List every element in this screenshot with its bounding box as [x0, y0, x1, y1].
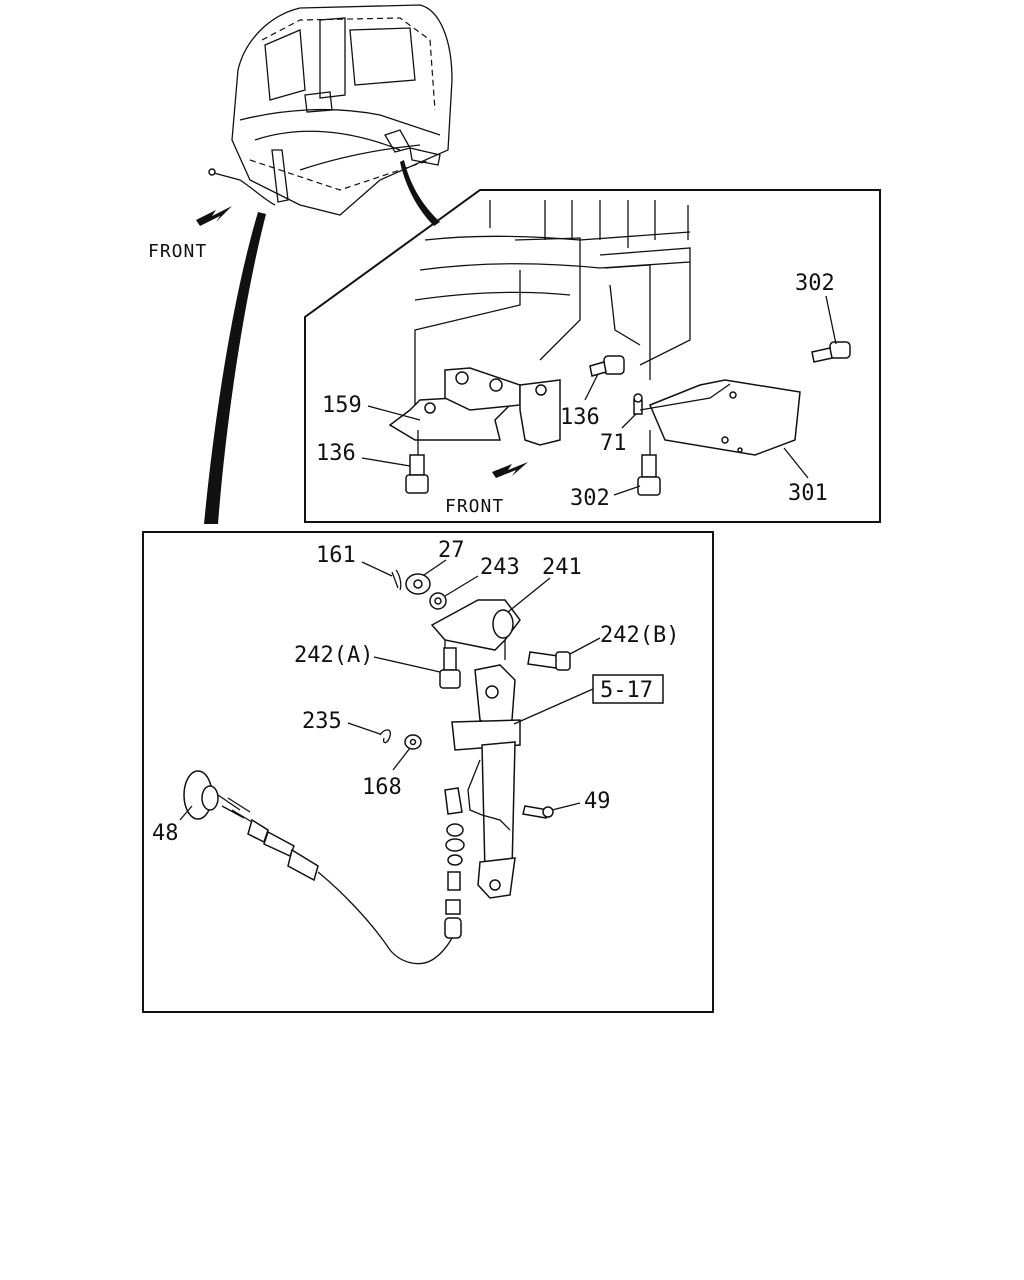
- callout-243: 243: [480, 555, 520, 580]
- callout-301: 301: [788, 481, 828, 506]
- reference-5-17-label: 5-17: [600, 678, 653, 703]
- callout-161: 161: [316, 543, 356, 568]
- callout-242a: 242(A): [294, 643, 373, 668]
- front-arrow-detail: FRONT: [445, 462, 528, 517]
- detail-frame-lever: [142, 531, 714, 1013]
- detail-connector-right: [400, 160, 440, 226]
- callout-49: 49: [584, 789, 611, 814]
- bracket-assembly: [388, 200, 851, 496]
- callout-168: 168: [362, 775, 402, 800]
- callout-71: 71: [600, 431, 627, 456]
- front-arrow-top: FRONT: [148, 206, 232, 262]
- bracket-callouts: 302 159 136 71 136 302 301: [316, 271, 837, 511]
- detail-connector-left: [204, 212, 266, 524]
- front-label-top: FRONT: [148, 241, 207, 262]
- front-label-detail: FRONT: [445, 496, 504, 517]
- callout-27: 27: [438, 538, 465, 563]
- cab-overview: [208, 4, 453, 216]
- callout-241: 241: [542, 555, 582, 580]
- callout-242b: 242(B): [600, 623, 679, 648]
- callout-48: 48: [152, 821, 179, 846]
- callout-136-lower: 136: [316, 441, 356, 466]
- callout-302-upper: 302: [795, 271, 835, 296]
- reference-box-5-17: 5-17: [513, 674, 664, 725]
- callout-159: 159: [322, 393, 362, 418]
- callout-136-upper: 136: [560, 405, 600, 430]
- detail-frame-bracket: [304, 189, 881, 523]
- callout-302-lower: 302: [570, 486, 610, 511]
- callout-235: 235: [302, 709, 342, 734]
- lever-assembly: [183, 569, 571, 965]
- lever-callouts: 161 27 243 241 242(A) 242(B) 235 168 49 …: [152, 538, 679, 846]
